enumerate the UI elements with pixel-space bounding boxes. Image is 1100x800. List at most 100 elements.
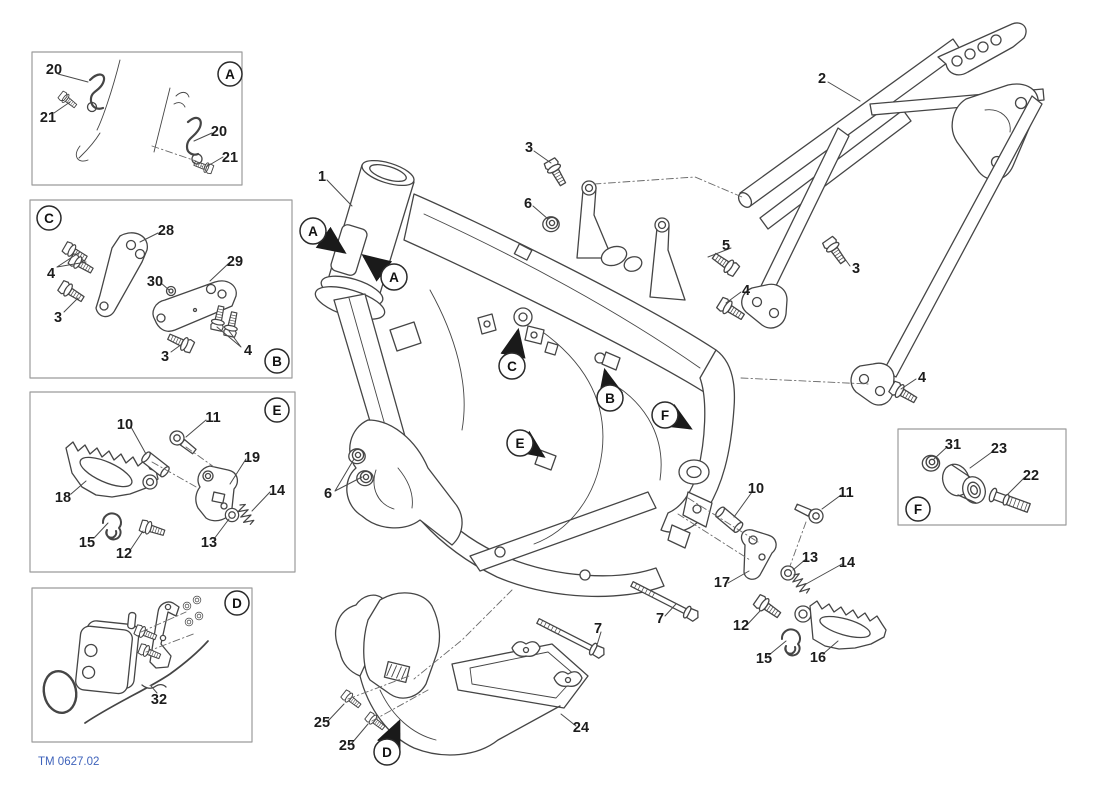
part-label-18: 18 — [55, 490, 71, 506]
part-label-29: 29 — [227, 254, 243, 270]
subframe-drawing — [737, 22, 1045, 406]
box-c-artwork — [56, 232, 242, 355]
svg-text:A: A — [308, 224, 318, 239]
view-marker-e: E — [506, 429, 546, 458]
part-label-20: 20 — [46, 62, 62, 78]
svg-text:C: C — [44, 211, 54, 226]
part-label-6: 6 — [324, 486, 332, 502]
box-marker-c: C — [36, 205, 62, 231]
cdi-bracket — [149, 601, 180, 669]
bolt-25-b — [363, 710, 388, 733]
bracket-29 — [152, 280, 237, 332]
drawing-code: TM 0627.02 — [38, 756, 99, 768]
part-label-4: 4 — [918, 370, 926, 386]
o-ring — [42, 669, 78, 715]
spring-15 — [101, 512, 122, 541]
part-label-6: 6 — [524, 196, 532, 212]
part-label-23: 23 — [991, 441, 1007, 457]
part-label-14: 14 — [269, 483, 285, 499]
subframe-rail-upper — [739, 38, 963, 208]
part-label-12: 12 — [116, 546, 132, 562]
construction-lines — [140, 145, 869, 722]
part-label-3: 3 — [525, 140, 533, 156]
subframe-rail-right — [883, 95, 1043, 378]
detail-box-d — [31, 587, 253, 743]
part-label-3: 3 — [161, 349, 169, 365]
part-label-3: 3 — [852, 261, 860, 277]
box-f-artwork — [921, 454, 1031, 513]
skidplate-drawing — [335, 592, 589, 756]
fastener-glyphs — [339, 156, 920, 733]
washer-13 — [224, 507, 240, 523]
part-label-20: 20 — [211, 124, 227, 140]
bolt-21-left — [56, 90, 80, 111]
svg-text:F: F — [914, 502, 922, 517]
nut-6-top — [542, 216, 560, 233]
part-label-7: 7 — [656, 611, 664, 627]
box-marker-d: D — [224, 590, 250, 616]
view-marker-b: B — [596, 367, 624, 412]
svg-text:A: A — [225, 67, 235, 82]
cable-guide-20-right — [185, 116, 202, 156]
box-marker-a: A — [217, 61, 243, 87]
bolt-4-right — [887, 379, 920, 407]
part-label-24: 24 — [573, 720, 589, 736]
nut-31 — [921, 454, 941, 472]
part-label-28: 28 — [158, 223, 174, 239]
box-marker-f: F — [905, 496, 931, 522]
bolt-3-subframe — [821, 235, 850, 267]
svg-text:A: A — [389, 270, 399, 285]
box-a-artwork — [56, 59, 215, 175]
part-label-7: 7 — [594, 621, 602, 637]
bolt-3-top — [542, 156, 570, 189]
view-marker-a1: A — [299, 217, 347, 254]
part-label-14: 14 — [839, 555, 855, 571]
part-label-15: 15 — [79, 535, 95, 551]
bolt-12 — [138, 518, 167, 540]
bolt-22 — [988, 487, 1031, 513]
part-label-25: 25 — [339, 738, 355, 754]
left-gusset — [346, 419, 463, 546]
part-label-12: 12 — [733, 618, 749, 634]
box-marker-b: B — [264, 348, 290, 374]
labels-layer: 20 21 20 21 28 4 3 30 29 3 4 10 11 19 14… — [36, 61, 1039, 768]
svg-text:D: D — [382, 745, 392, 760]
part-label-11: 11 — [838, 485, 853, 501]
cable-guide-20-left — [88, 73, 106, 110]
part-label-10: 10 — [748, 481, 764, 497]
washer-13-main — [780, 565, 796, 581]
part-label-3: 3 — [54, 310, 62, 326]
part-label-21: 21 — [40, 110, 56, 126]
shock-plate-rear — [649, 218, 686, 301]
svg-text:B: B — [272, 354, 282, 369]
svg-text:D: D — [232, 596, 242, 611]
box-marker-e: E — [264, 397, 290, 423]
part-label-5: 5 — [722, 238, 730, 254]
part-label-1: 1 — [318, 169, 326, 185]
part-label-31: 31 — [945, 437, 961, 453]
detail-box-c-b — [29, 199, 293, 379]
part-label-16: 16 — [810, 650, 826, 666]
part-label-17: 17 — [714, 575, 730, 591]
leader-lines — [53, 73, 1025, 744]
roller-23 — [941, 463, 986, 504]
box-d-artwork — [42, 595, 209, 724]
part-label-19: 19 — [244, 450, 260, 466]
bolt-12-main — [752, 593, 784, 622]
part-label-25: 25 — [314, 715, 330, 731]
part-label-4: 4 — [47, 266, 55, 282]
part-label-32: 32 — [151, 692, 167, 708]
part-label-21: 21 — [222, 150, 238, 166]
part-label-11: 11 — [205, 410, 220, 426]
view-marker-a2: A — [361, 254, 408, 291]
detail-box-e — [29, 391, 296, 573]
view-marker-f: F — [651, 401, 693, 430]
part-label-4: 4 — [244, 343, 252, 359]
svg-text:C: C — [507, 359, 517, 374]
view-marker-d: D — [373, 719, 401, 766]
part-label-15: 15 — [756, 651, 772, 667]
box-e-artwork — [65, 427, 256, 541]
detail-box-a — [31, 51, 243, 186]
